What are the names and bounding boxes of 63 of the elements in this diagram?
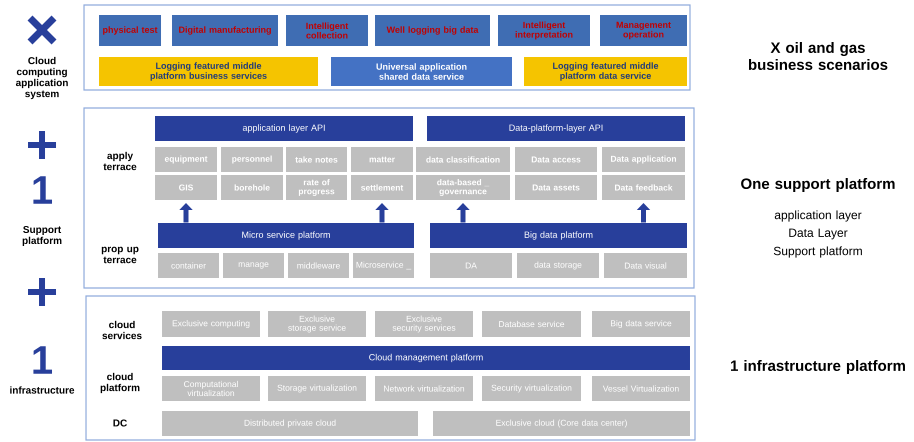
module-box: manage [223, 253, 284, 278]
row-label: apply terrace [103, 152, 136, 170]
module-box: Exclusive cloud (Core data center) [433, 411, 690, 436]
module-box: Data assets [515, 175, 597, 200]
module-box: GIS [155, 175, 217, 200]
module-box: borehole [221, 175, 283, 200]
module-box: container [158, 253, 219, 278]
module-box: Data access [515, 147, 597, 172]
module-box: take notes [286, 147, 347, 172]
module-box: data classification [416, 147, 510, 172]
platform-bar: Data-platform-layer API [427, 116, 685, 141]
module-box: Security virtualization [482, 376, 581, 401]
module-box: data-based _ governance [416, 175, 510, 200]
module-box: Exclusive computing [162, 311, 260, 337]
service-box: Logging featured middle platform data service [524, 57, 687, 86]
module-box: Data application [602, 147, 685, 172]
module-box: settlement [351, 175, 413, 200]
module-box: Distributed private cloud [162, 411, 418, 436]
row-label: prop up terrace [102, 246, 138, 264]
row-label: cloud platform [100, 372, 140, 394]
module-box: equipment [155, 147, 217, 172]
module-box: Vessel Virtualization [592, 376, 690, 401]
section-title: X oil and gas business scenarios [748, 42, 888, 70]
side-label: Cloud computing application system [16, 56, 68, 100]
service-box: Universal application shared data service [331, 57, 512, 86]
module-box: Exclusive storage service [268, 311, 366, 337]
module-box: matter [351, 147, 413, 172]
module-box: DA [430, 253, 512, 278]
scenario-box: Digital manufacturing [172, 15, 278, 46]
platform-bar: Micro service platform [158, 223, 414, 248]
scenario-box: physical test [99, 15, 162, 46]
service-box: Logging featured middle platform business services [99, 57, 318, 86]
module-box: Database service [482, 311, 581, 337]
big-number: 1 [33, 176, 52, 204]
section-subtitle: Support platform [774, 246, 862, 258]
big-number: 1 [33, 346, 52, 374]
section-title: One support platform [741, 178, 895, 192]
module-box: Computational virtualization [162, 376, 260, 401]
module-box: Data visual [604, 253, 687, 278]
platform-bar: Cloud management platform [162, 346, 690, 370]
side-label: Support platform [22, 226, 62, 246]
platform-bar: Big data platform [430, 223, 687, 248]
module-box: Microservice _ [353, 253, 414, 278]
module-box: personnel [221, 147, 283, 172]
module-box: Network virtualization [375, 376, 473, 401]
section-subtitle: application layer [774, 210, 862, 222]
module-box: data storage [517, 253, 599, 278]
module-box: middleware [288, 253, 349, 278]
scenario-box: Intelligent interpretation [498, 15, 590, 46]
platform-bar: application layer API [155, 116, 413, 141]
scenario-box: Intelligent collection [286, 15, 368, 46]
row-label: cloud services [102, 320, 142, 340]
side-label: infrastructure [10, 386, 74, 394]
scenario-box: Management operation [600, 15, 687, 46]
module-box: Data feedback [602, 175, 685, 200]
module-box: Storage virtualization [268, 376, 366, 401]
scenario-box: Well logging big data [375, 15, 490, 46]
module-box: Exclusive security services [375, 311, 473, 337]
module-box: Big data service [592, 311, 690, 337]
section-title: 1 infrastructure platform [731, 360, 905, 374]
row-label: DC [113, 419, 127, 427]
section-subtitle: Data Layer [789, 228, 848, 240]
module-box: rate of progress [286, 175, 347, 200]
